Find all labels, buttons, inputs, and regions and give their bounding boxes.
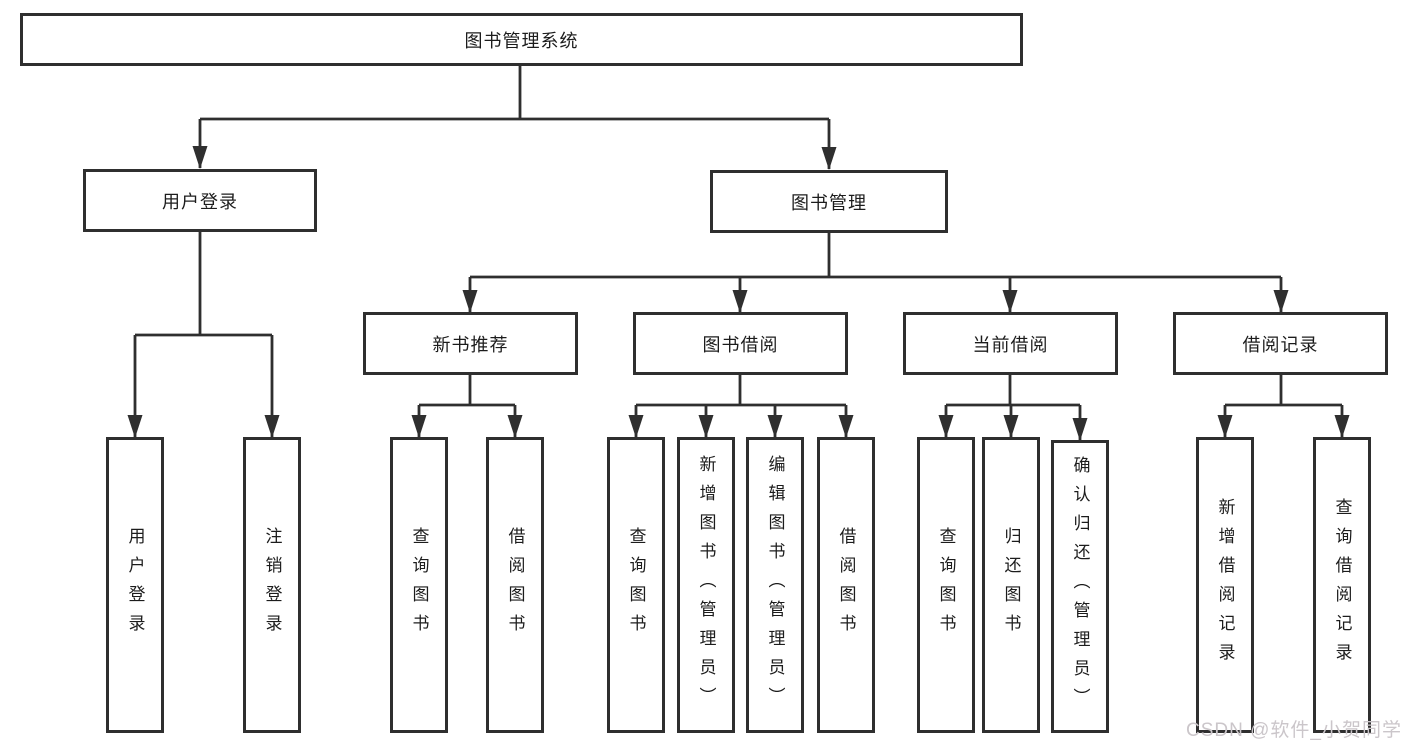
- leaf-recommend-borrow-books: 借阅图书: [486, 437, 544, 733]
- leaf-borrow-edit-books-admin: 编辑图书（管理员）: [746, 437, 804, 733]
- node-book-management: 图书管理: [710, 170, 948, 233]
- leaf-current-return-books: 归还图书: [982, 437, 1040, 733]
- leaf-borrow-add-books-admin: 新增图书（管理员）: [677, 437, 735, 733]
- node-new-book-recommend: 新书推荐: [363, 312, 578, 375]
- leaf-logout: 注销登录: [243, 437, 301, 733]
- leaf-current-confirm-return-admin: 确认归还（管理员）: [1051, 440, 1109, 733]
- leaf-recommend-query-books: 查询图书: [390, 437, 448, 733]
- leaf-borrow-borrow-books: 借阅图书: [817, 437, 875, 733]
- leaf-user-login: 用户登录: [106, 437, 164, 733]
- csdn-watermark: CSDN @软件_小贺同学: [1186, 720, 1402, 741]
- node-borrow-records: 借阅记录: [1173, 312, 1388, 375]
- node-book-borrow: 图书借阅: [633, 312, 848, 375]
- leaf-records-add-record: 新增借阅记录: [1196, 437, 1254, 733]
- node-root: 图书管理系统: [20, 13, 1023, 66]
- node-current-borrow: 当前借阅: [903, 312, 1118, 375]
- leaf-borrow-query-books: 查询图书: [607, 437, 665, 733]
- leaf-records-query-record: 查询借阅记录: [1313, 437, 1371, 733]
- leaf-current-query-books: 查询图书: [917, 437, 975, 733]
- node-user-login: 用户登录: [83, 169, 317, 232]
